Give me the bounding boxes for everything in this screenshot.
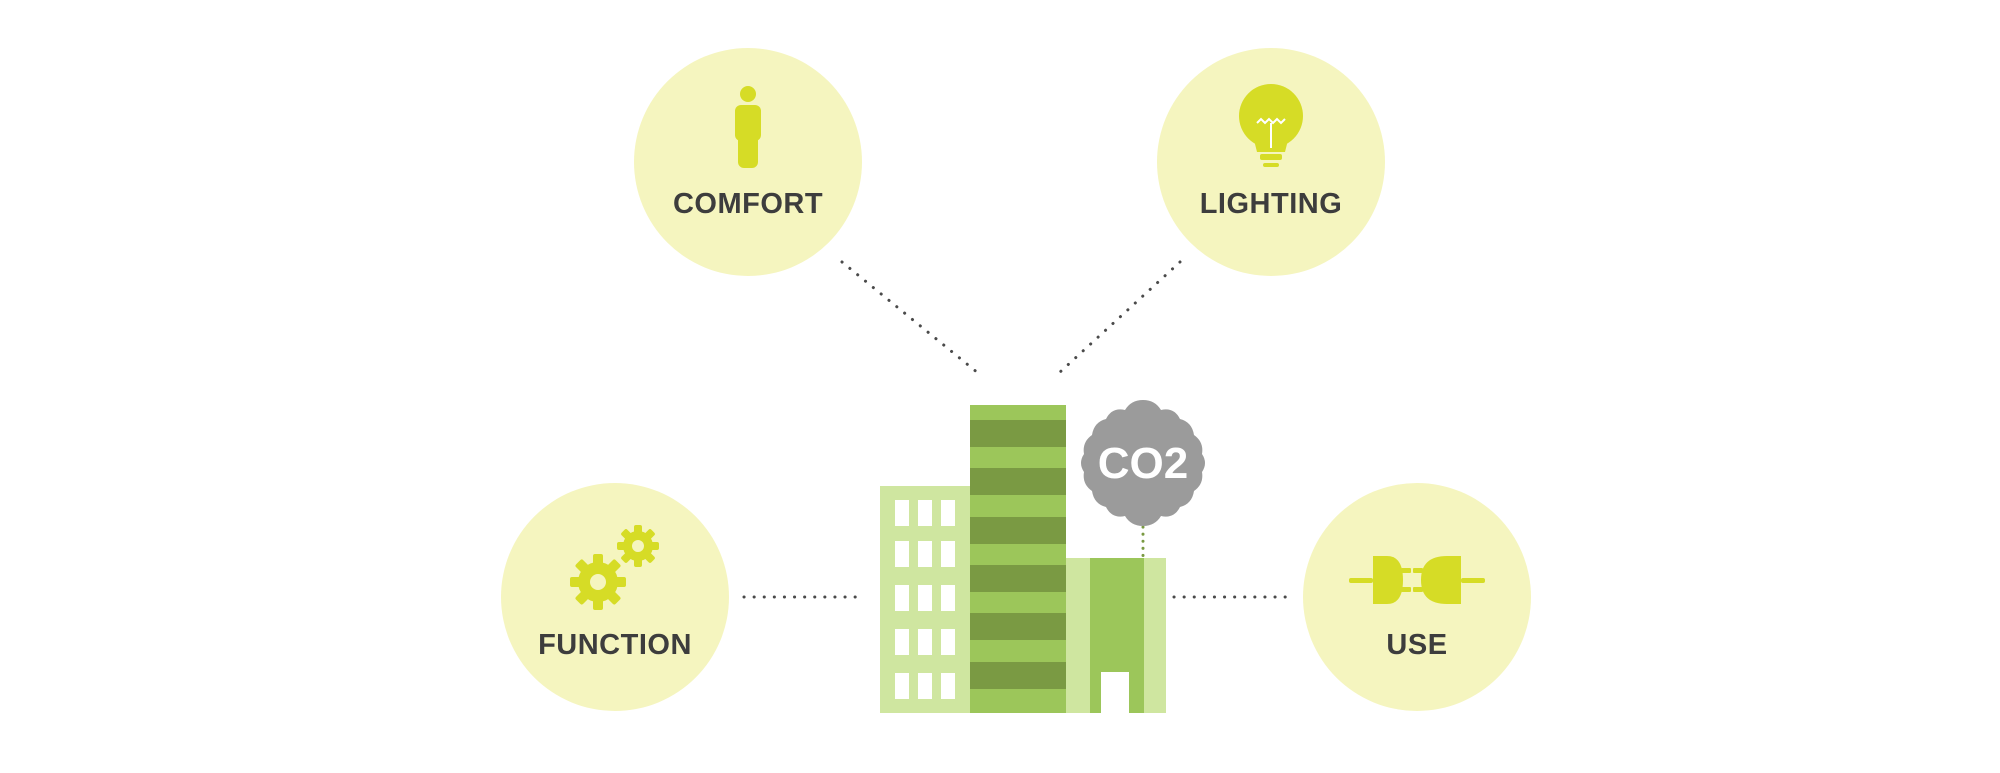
plug-icon [1349,556,1485,604]
lightbulb-icon [1239,84,1303,167]
use-label: USE [1386,629,1448,661]
connector-lighting [1057,260,1182,375]
connector-comfort [840,260,980,375]
lighting-label: LIGHTING [1199,188,1343,220]
badge-shape [1081,400,1205,526]
function-node: FUNCTION [501,483,729,711]
function-label: FUNCTION [538,629,692,661]
person-icon [735,86,761,168]
comfort-label: COMFORT [672,188,824,220]
lighting-node: LIGHTING [1157,48,1385,276]
co2-text: CO2 [1098,439,1188,488]
gears-icon [570,525,659,610]
comfort-node: COMFORT [634,48,862,276]
use-node: USE [1303,483,1531,711]
